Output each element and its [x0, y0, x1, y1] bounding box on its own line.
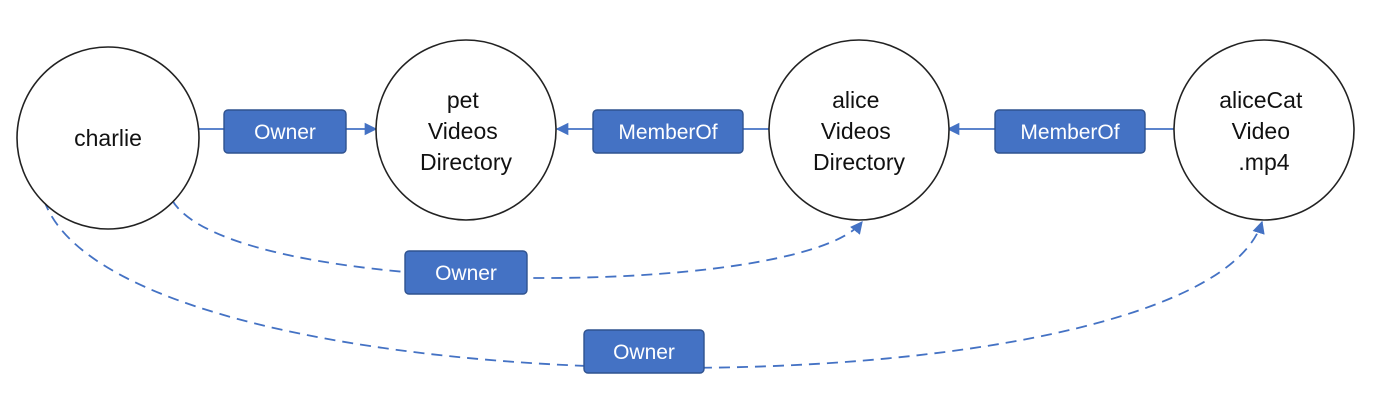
node-label-line: aliceCat — [1219, 87, 1303, 113]
edge-label-text: MemberOf — [618, 121, 717, 144]
edge-label-text: Owner — [254, 121, 316, 144]
node-label-line: .mp4 — [1238, 149, 1289, 175]
node-label-line: Videos — [428, 118, 498, 144]
edge-label-text: Owner — [613, 341, 675, 364]
node-label-line: Directory — [420, 149, 513, 175]
node-pet-videos-directory: pet Videos Directory — [375, 39, 557, 221]
edge-label-video-memberof-alice: MemberOf — [994, 109, 1146, 154]
node-label: charlie — [74, 125, 142, 151]
node-label-line: Directory — [813, 149, 906, 175]
edge-label-alice-memberof-pet: MemberOf — [592, 109, 744, 154]
node-label-line: alice — [832, 87, 879, 113]
edge-label-charlie-owner-video: Owner — [583, 329, 705, 374]
node-label: alice Videos Directory — [813, 87, 906, 175]
node-charlie: charlie — [16, 46, 200, 230]
edge-label-text: MemberOf — [1020, 121, 1119, 144]
node-label-line: pet — [447, 87, 480, 113]
edge-label-charlie-owner-alice: Owner — [404, 250, 528, 295]
edge-charlie-owner-video-line — [43, 199, 1265, 369]
edge-label-charlie-owner-pet: Owner — [223, 109, 347, 154]
node-label-line: Videos — [821, 118, 891, 144]
node-alicecat-video: aliceCat Video .mp4 — [1173, 39, 1355, 221]
node-label: aliceCat Video .mp4 — [1219, 87, 1309, 175]
node-label-line: Video — [1232, 118, 1290, 144]
edge-label-text: Owner — [435, 262, 497, 285]
nodes: charlie pet Videos Directory alice Video… — [16, 39, 1355, 230]
edge-labels: Owner MemberOf MemberOf Owner Owner — [223, 109, 1146, 374]
node-alice-videos-directory: alice Videos Directory — [768, 39, 950, 221]
node-label: pet Videos Directory — [420, 87, 513, 175]
node-label-line: charlie — [74, 125, 142, 151]
